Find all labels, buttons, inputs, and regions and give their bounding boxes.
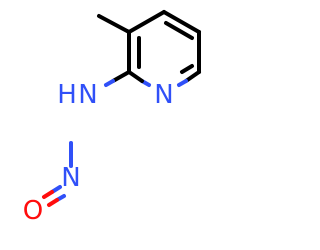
bond-n-o-o-part-2: [47, 198, 59, 207]
atom-nitroso-nitrogen: N: [61, 163, 80, 193]
atom-nitroso-oxygen: O: [23, 196, 43, 226]
bond-n1-c2: [127, 70, 144, 83]
bond-methyl-c3: [97, 14, 131, 34]
bond-c6-n1: [184, 70, 201, 83]
bonds: [42, 10, 201, 207]
atom-amine-nitrogen: N: [78, 80, 97, 110]
bond-n-o-o-part: [42, 190, 54, 199]
atom-amine-hydrogen: H: [57, 80, 77, 110]
atom-ring-nitrogen: N: [154, 80, 173, 110]
bond-c6-n1-n: [177, 79, 188, 87]
bond-c4-c5-inner: [164, 21, 194, 40]
molecule-svg: N H N N O: [23, 10, 201, 226]
bond-c3-c4: [127, 10, 166, 34]
bond-c6-n1-inner: [180, 64, 194, 74]
bond-c2-nh: [111, 70, 131, 83]
bond-c2-nh-n: [104, 79, 115, 87]
atom-labels: N H N N O: [23, 80, 174, 226]
molecule-structure-diagram: N H N N O: [23, 10, 201, 226]
bond-c4-c5: [162, 10, 201, 34]
